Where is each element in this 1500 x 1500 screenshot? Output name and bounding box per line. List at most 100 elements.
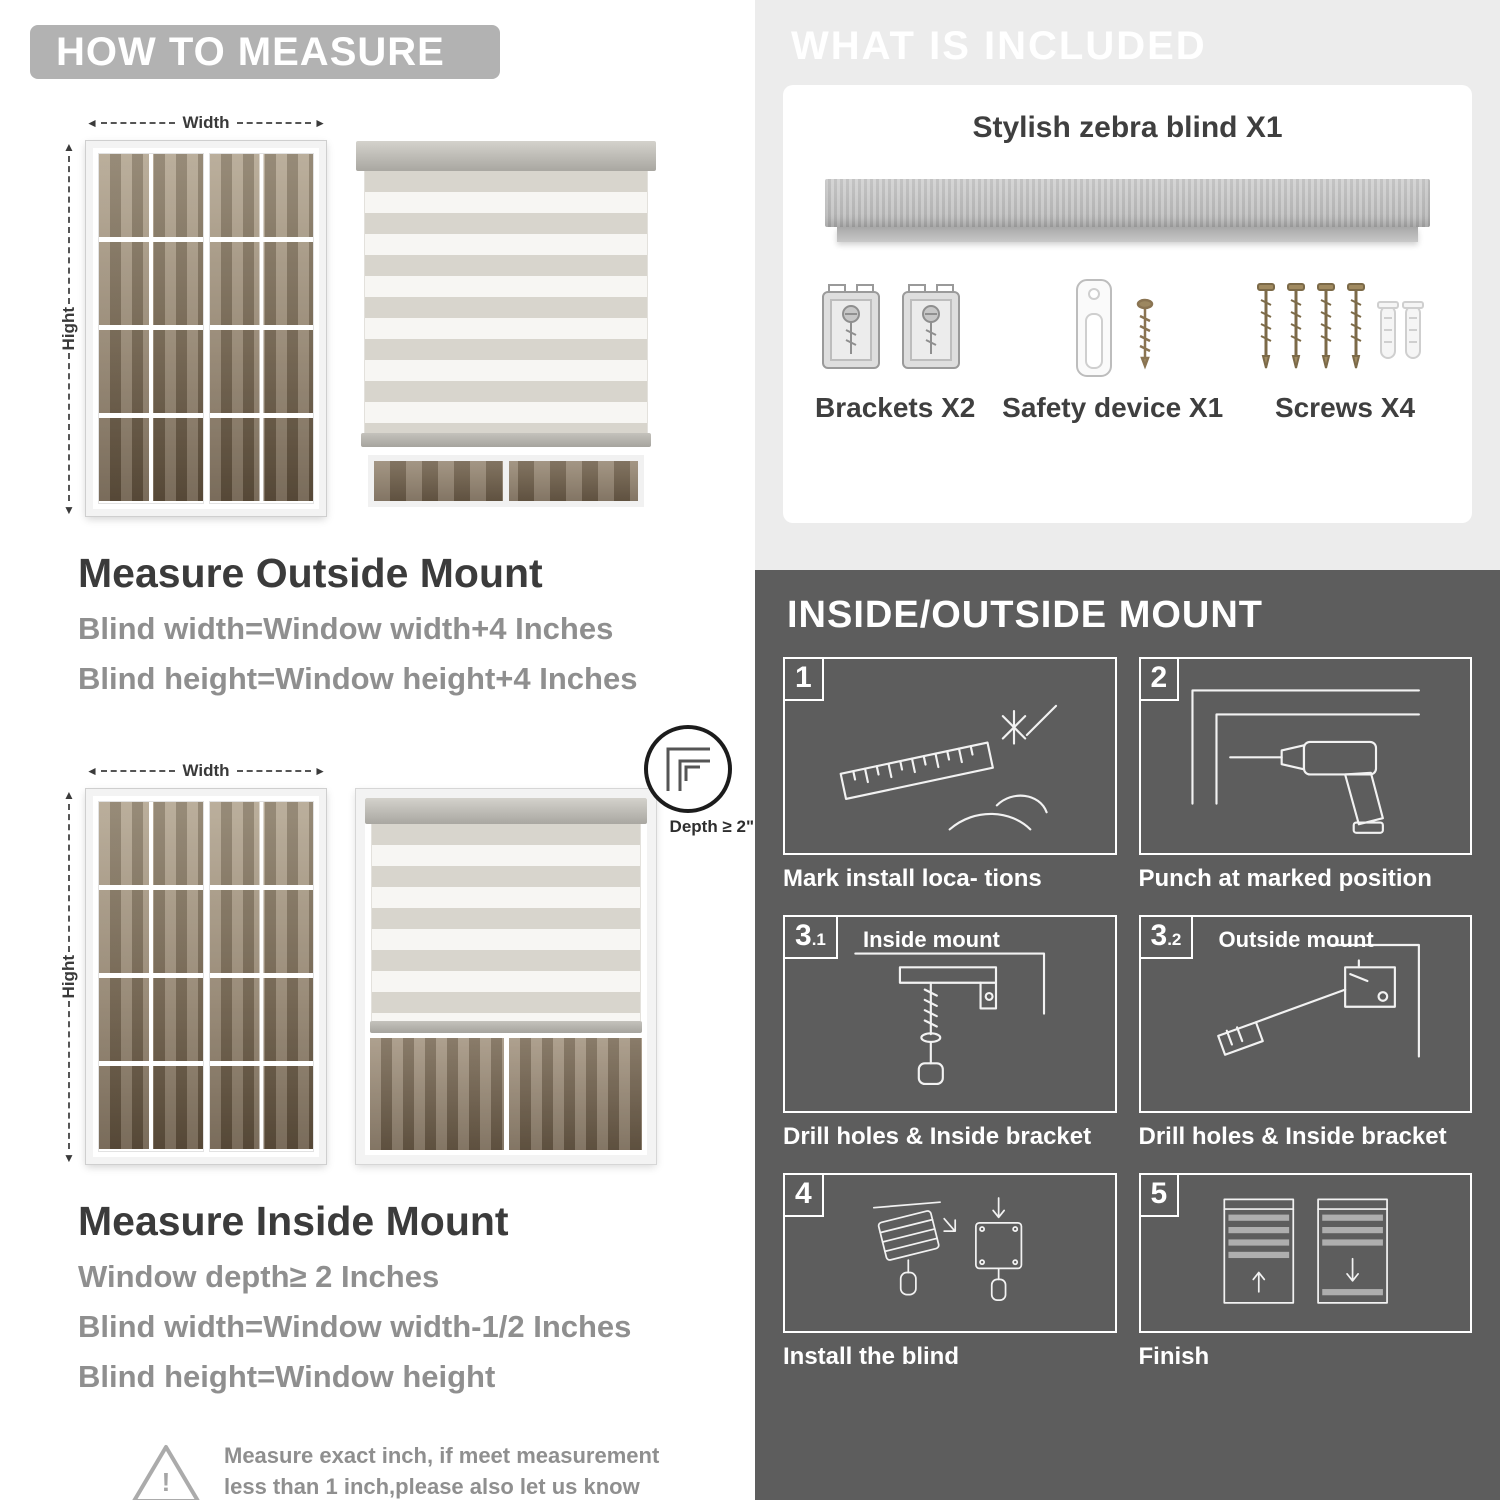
what-is-included-section: WHAT IS INCLUDED Stylish zebra blind X1 <box>755 0 1500 570</box>
mark-locations-illustration <box>839 704 1058 830</box>
step-panel: 3.1 Inside mount <box>783 915 1117 1113</box>
window-photo <box>85 140 327 517</box>
finish-illustration <box>1223 1199 1388 1305</box>
included-card: Stylish zebra blind X1 <box>783 85 1472 523</box>
window-sill <box>368 455 644 507</box>
mount-steps-grid: 1 Mark install loca- tions <box>783 657 1472 1371</box>
blind-headrail <box>365 798 647 824</box>
dashed-line <box>68 804 70 952</box>
exclamation-mark: ! <box>161 1467 171 1497</box>
width-dimension-arrow: ◄ Width ► <box>86 113 326 133</box>
drill-illustration <box>1190 688 1420 834</box>
install-blind-illustration <box>873 1197 1023 1302</box>
brackets-label: Brackets X2 <box>815 392 976 423</box>
height-label: Hight <box>59 954 78 999</box>
depth-zoom-callout <box>644 725 732 813</box>
how-to-measure-section: HOW TO MEASURE ◄ Width ► ▲ Hight ▼ <box>0 0 754 1500</box>
step-number: 4 <box>785 1175 824 1217</box>
step-number: 2 <box>1140 659 1180 701</box>
step-panel: 5 <box>1138 1173 1472 1333</box>
blind-headrail <box>356 141 656 171</box>
dashed-line <box>68 353 70 501</box>
blind-stripes <box>364 171 648 433</box>
step-number: 5 <box>1140 1175 1180 1217</box>
dashed-line <box>68 156 70 304</box>
hardware-row: Brackets X2 Sa <box>813 278 1442 424</box>
window-pane <box>508 1038 642 1150</box>
arrow-down-icon: ▼ <box>63 1151 75 1165</box>
width-label: Width <box>182 761 230 780</box>
window-pane <box>370 1038 504 1150</box>
safety-device-item: Safety device X1 <box>1002 278 1223 424</box>
window-sash <box>208 153 314 504</box>
arrow-up-icon: ▲ <box>63 140 75 154</box>
step-3-2: 3.2 Outside mount Drill holes & Ins <box>1138 915 1472 1151</box>
step-mount-type-label: Outside mount <box>1218 927 1374 952</box>
step-number: 1 <box>785 659 824 701</box>
outside-bracket-illustration <box>1216 943 1420 1058</box>
step-4: 4 <box>783 1173 1117 1371</box>
screws-item: Screws X4 <box>1250 278 1440 424</box>
window-photo <box>85 788 327 1165</box>
width-label: Width <box>182 113 230 132</box>
height-label: Hight <box>59 306 78 351</box>
outside-mount-rule-height: Blind height=Window height+4 Inches <box>78 661 638 696</box>
warning-triangle-icon: ! <box>130 1441 202 1500</box>
step-caption: Install the blind <box>783 1343 960 1370</box>
step-panel: 3.2 Outside mount <box>1138 915 1472 1113</box>
step-1: 1 Mark install loca- tions <box>783 657 1117 893</box>
window-measure-diagram-outside: ◄ Width ► ▲ Hight ▼ <box>56 111 327 517</box>
height-dimension-arrow: ▲ Hight ▼ <box>58 141 80 516</box>
step-number: 3.2 <box>1140 917 1194 959</box>
outside-mount-rule-width: Blind width=Window width+4 Inches <box>78 611 614 646</box>
window-lower-panes <box>365 1033 647 1155</box>
arrow-left-icon: ◄ <box>86 764 98 778</box>
screws-icon <box>1257 283 1424 369</box>
warning-text: Measure exact inch, if meet measurement … <box>224 1443 660 1499</box>
window-sash <box>98 801 204 1152</box>
step-mount-type-label: Inside mount <box>863 927 1000 952</box>
dashed-line <box>100 770 176 772</box>
safety-device-label: Safety device X1 <box>1002 392 1224 423</box>
arrow-left-icon: ◄ <box>86 116 98 130</box>
blind-bottom-rail <box>361 433 651 447</box>
zebra-blind-outside-illustration <box>356 141 656 516</box>
dashed-line <box>68 1001 70 1149</box>
step-panel: 1 <box>783 657 1117 855</box>
step-caption: Drill holes & Inside bracket <box>783 1123 1092 1150</box>
step-5: 5 <box>1138 1173 1472 1371</box>
arrow-right-icon: ► <box>314 764 326 778</box>
inside-mount-rule-depth: Window depth≥ 2 Inches <box>78 1259 440 1294</box>
window-sash <box>98 153 204 504</box>
mount-section-title: INSIDE/OUTSIDE MOUNT <box>787 594 1264 636</box>
right-column: WHAT IS INCLUDED Stylish zebra blind X1 <box>755 0 1500 1500</box>
inside-bracket-illustration <box>854 952 1046 1085</box>
step-3-1: 3.1 Inside mount <box>783 915 1117 1151</box>
zebra-blind-headrail-lip <box>837 227 1418 242</box>
arrow-right-icon: ► <box>314 116 326 130</box>
outside-mount-diagrams: ◄ Width ► ▲ Hight ▼ <box>56 111 716 517</box>
what-is-included-title: WHAT IS INCLUDED <box>791 24 1207 68</box>
dashed-line <box>236 770 312 772</box>
inside-mount-rule-height: Blind height=Window height <box>78 1359 496 1394</box>
window-measure-diagram-inside: ◄ Width ► ▲ Hight ▼ <box>56 759 327 1165</box>
brackets-icon <box>822 284 961 369</box>
window-corner-zoom-icon <box>666 747 710 791</box>
depth-label: Depth ≥ 2" <box>669 817 754 836</box>
step-caption: Punch at marked position <box>1138 865 1432 892</box>
dashed-line <box>236 122 312 124</box>
inside-outside-mount-section: INSIDE/OUTSIDE MOUNT 1 <box>755 570 1500 1500</box>
how-to-measure-banner: HOW TO MEASURE <box>30 25 500 79</box>
step-caption: Finish <box>1138 1343 1210 1370</box>
zebra-blind-label: Stylish zebra blind X1 <box>972 111 1283 144</box>
dashed-line <box>100 122 176 124</box>
arrow-up-icon: ▲ <box>63 788 75 802</box>
step-2: 2 Punch at marked position <box>1138 657 1472 893</box>
step-panel: 2 <box>1138 657 1472 855</box>
zebra-blind-inside-illustration <box>355 788 657 1165</box>
inside-mount-rule-width: Blind width=Window width-1/2 Inches <box>78 1309 632 1344</box>
screws-label: Screws X4 <box>1274 392 1416 423</box>
blind-stripes <box>371 824 641 1021</box>
width-dimension-arrow: ◄ Width ► <box>86 761 326 781</box>
